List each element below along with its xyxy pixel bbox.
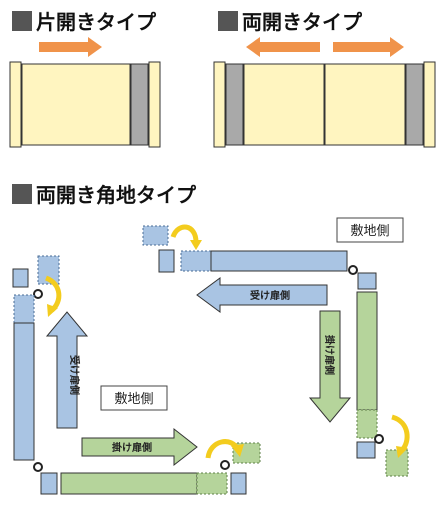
receiving-door-arrow xyxy=(196,277,328,313)
right-door-panel xyxy=(324,63,406,146)
heading-corner-type-label: 両開き角地タイプ xyxy=(36,183,196,207)
right-post xyxy=(148,61,161,148)
door-ghost-segment xyxy=(180,250,212,272)
door-frame xyxy=(130,63,149,146)
door-panel xyxy=(21,63,131,146)
open-direction-arrow xyxy=(39,37,102,57)
open-door-ghost xyxy=(37,255,60,285)
bottom-post xyxy=(40,472,58,495)
corner-gate-upper xyxy=(142,224,410,477)
hanging-door-vertical-label: 掛け扉側 xyxy=(323,335,336,375)
open-door-ghost xyxy=(142,225,169,246)
right-post xyxy=(230,472,247,495)
hanging-door-down-arrow xyxy=(308,310,352,423)
swing-arrow xyxy=(391,414,410,452)
hinge-point xyxy=(33,462,43,472)
hinge-point xyxy=(33,289,43,299)
swing-arrow-head xyxy=(396,446,408,458)
hanging-door-label: 掛け扉側 xyxy=(112,441,152,454)
heading-corner-type: 両開き角地タイプ xyxy=(12,179,196,208)
blue-door-ghost xyxy=(13,294,35,324)
left-post xyxy=(158,249,175,273)
double-type-gate xyxy=(213,37,436,148)
receiving-door-vertical-label: 受け扉側 xyxy=(68,355,81,395)
heading-single-type-label: 片開きタイプ xyxy=(36,10,156,34)
receiving-door-label: 受け扉側 xyxy=(250,289,290,302)
top-post xyxy=(12,268,29,288)
heading-square-icon xyxy=(12,10,32,31)
site-side-label-lower: 敷地側 xyxy=(114,392,153,407)
left-door-panel xyxy=(243,63,325,146)
swing-arrow xyxy=(170,224,199,243)
left-post xyxy=(9,61,22,148)
site-side-label-upper: 敷地側 xyxy=(350,224,389,239)
swing-arrow-head xyxy=(231,444,244,457)
hanging-door-arrow xyxy=(81,427,198,467)
site-side-box-upper xyxy=(336,217,404,243)
heading-square-icon xyxy=(12,183,32,204)
open-left-arrow xyxy=(246,37,320,57)
open-green-ghost xyxy=(385,449,409,477)
swing-arrow-head xyxy=(47,304,58,317)
right-door-frame xyxy=(405,63,424,146)
open-right-arrow xyxy=(333,37,404,57)
hinge-point xyxy=(374,434,384,444)
site-side-box-lower xyxy=(100,385,168,411)
right-post xyxy=(423,61,436,148)
green-door-ghost xyxy=(196,472,228,495)
heading-single-type: 片開きタイプ xyxy=(12,6,156,35)
heading-square-icon xyxy=(218,10,238,31)
green-door xyxy=(356,291,378,411)
swing-arrow-head xyxy=(190,240,202,250)
heading-double-type: 両開きタイプ xyxy=(218,6,362,35)
green-door xyxy=(60,472,198,495)
blue-door xyxy=(210,250,348,272)
hinge-point xyxy=(220,460,230,470)
hinge-point xyxy=(348,265,358,275)
corner-gate-lower xyxy=(12,255,261,495)
left-door-frame xyxy=(225,63,244,146)
bottom-post xyxy=(356,441,376,459)
left-post xyxy=(213,61,226,148)
green-door-ghost xyxy=(356,409,378,439)
single-type-gate xyxy=(9,37,161,148)
receiving-door-up-arrow xyxy=(45,311,89,429)
heading-double-type-label: 両開きタイプ xyxy=(242,10,362,34)
blue-door xyxy=(13,322,35,461)
right-post xyxy=(357,272,377,290)
